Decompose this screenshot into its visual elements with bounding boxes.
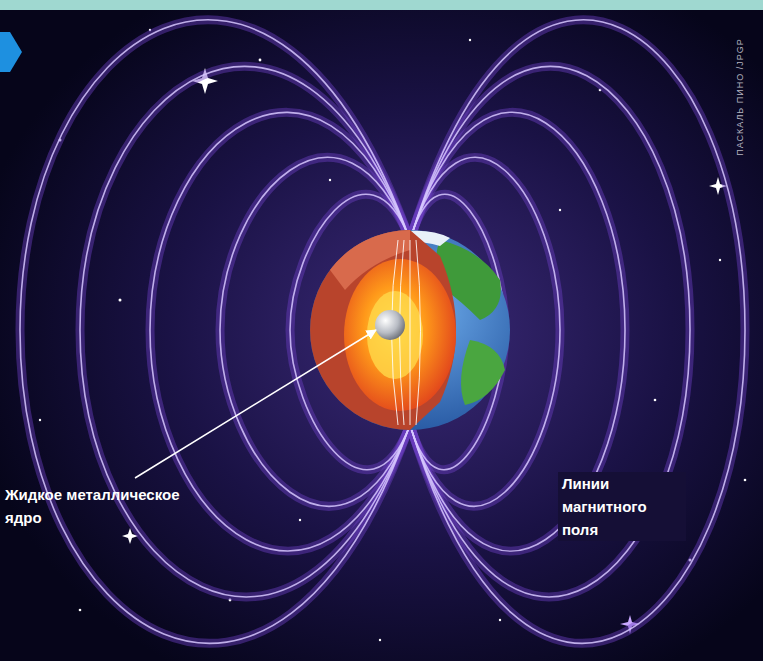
field-line-glow (20, 20, 745, 644)
page-tab (0, 32, 22, 72)
field-lines (20, 20, 745, 644)
stars (39, 29, 747, 641)
field-lines-label: Линии магнитного поля (558, 472, 686, 541)
top-band (0, 0, 763, 10)
core-label: Жидкое металлическое ядро (5, 483, 190, 529)
leader-line (135, 330, 376, 478)
earth (310, 230, 510, 430)
watermark: ПАСКАЛЬ ПИНО /JPGP (733, 17, 747, 177)
